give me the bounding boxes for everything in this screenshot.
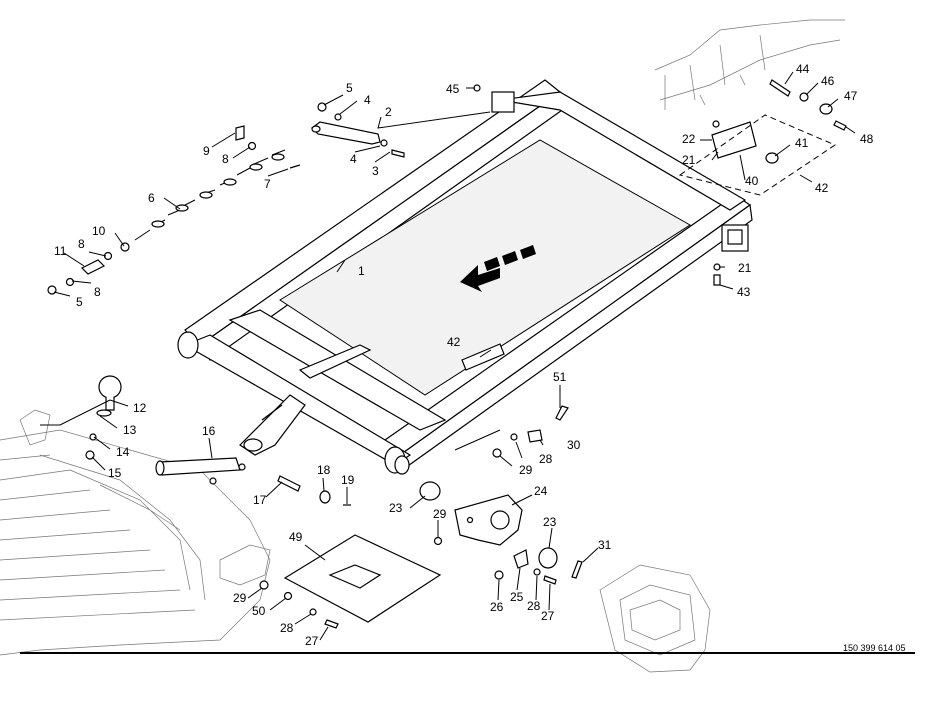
callout-21: 21 (682, 153, 696, 167)
callout-26: 26 (490, 600, 504, 614)
callout-51: 51 (553, 370, 567, 384)
callout-10: 10 (92, 224, 106, 238)
callout-8: 8 (222, 152, 229, 166)
callout-44: 44 (796, 62, 810, 76)
callout-28: 28 (280, 621, 294, 635)
callout-45: 45 (446, 82, 460, 96)
callout-4: 4 (350, 152, 357, 166)
callout-23: 23 (543, 515, 557, 529)
callout-2: 2 (385, 105, 392, 119)
callout-12: 12 (133, 401, 147, 415)
hardware-pieces (47, 79, 847, 629)
drawing-reference-number: 150 399 614 05 (843, 643, 906, 653)
callout-18: 18 (317, 463, 331, 477)
main-frame (177, 79, 753, 475)
callout-3: 3 (372, 164, 379, 178)
callout-29: 29 (519, 463, 533, 477)
callout-46: 46 (821, 74, 835, 88)
callout-29: 29 (433, 507, 447, 521)
callout-27: 27 (305, 634, 319, 648)
callout-5: 5 (346, 81, 353, 95)
leader-lines (40, 71, 856, 641)
callout-15: 15 (108, 466, 122, 480)
callout-42: 42 (447, 335, 461, 349)
callout-labels: 1 2 3 4 4 5 5 6 7 8 8 8 9 10 11 12 13 14… (54, 62, 874, 648)
callout-48: 48 (860, 132, 874, 146)
callout-14: 14 (116, 445, 130, 459)
callout-40: 40 (745, 174, 759, 188)
callout-8: 8 (78, 237, 85, 251)
callout-41: 41 (795, 136, 809, 150)
callout-9: 9 (203, 144, 210, 158)
callout-29: 29 (233, 591, 247, 605)
callout-47: 47 (844, 89, 858, 103)
callout-23: 23 (389, 501, 403, 515)
callout-1: 1 (358, 264, 365, 278)
callout-24: 24 (534, 484, 548, 498)
callout-6: 6 (148, 191, 155, 205)
callout-13: 13 (123, 423, 137, 437)
callout-30: 30 (567, 438, 581, 452)
callout-28: 28 (527, 599, 541, 613)
callout-22: 22 (682, 132, 696, 146)
chain-part (134, 149, 286, 241)
link-arm-part (311, 121, 381, 145)
callout-50: 50 (252, 604, 266, 618)
callout-17: 17 (253, 493, 267, 507)
callout-11: 11 (54, 244, 67, 258)
ghost-machine-bottom-right (599, 564, 711, 673)
ghost-machine-bottom-left (0, 409, 271, 656)
callout-19: 19 (341, 473, 355, 487)
ghost-machine-top-right (654, 19, 845, 110)
callout-43: 43 (737, 285, 751, 299)
callout-21: 21 (738, 261, 752, 275)
callout-25: 25 (510, 590, 524, 604)
callout-49: 49 (289, 530, 303, 544)
callout-7: 7 (264, 177, 271, 191)
callout-28: 28 (539, 452, 553, 466)
callout-16: 16 (202, 424, 216, 438)
callout-5: 5 (76, 295, 83, 309)
callout-8: 8 (94, 285, 101, 299)
callout-42: 42 (815, 181, 829, 195)
callout-27: 27 (541, 609, 555, 623)
callout-4: 4 (364, 93, 371, 107)
callout-31: 31 (598, 538, 612, 552)
